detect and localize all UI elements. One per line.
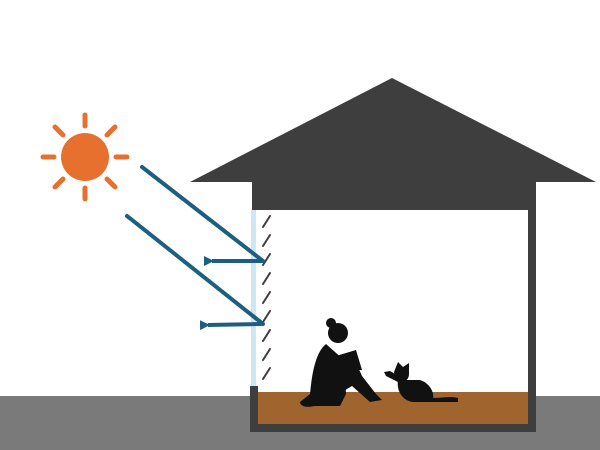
left-wall-base bbox=[250, 386, 258, 430]
foundation bbox=[250, 424, 536, 432]
roof bbox=[190, 78, 596, 182]
person-reading-icon bbox=[300, 318, 382, 407]
window-glass bbox=[251, 210, 256, 386]
reflected-ray-lower bbox=[199, 320, 264, 331]
sun-rays bbox=[125, 165, 265, 326]
house-interior bbox=[256, 210, 528, 390]
sun-icon bbox=[40, 112, 130, 202]
incoming-ray-upper bbox=[140, 165, 265, 263]
wooden-floor bbox=[258, 392, 528, 424]
cat-icon bbox=[384, 362, 458, 402]
incoming-ray-lower bbox=[125, 214, 265, 326]
louver-blinds bbox=[262, 215, 271, 380]
right-wall bbox=[528, 180, 536, 430]
ceiling-band bbox=[252, 180, 536, 210]
reflected-rays bbox=[199, 256, 264, 331]
